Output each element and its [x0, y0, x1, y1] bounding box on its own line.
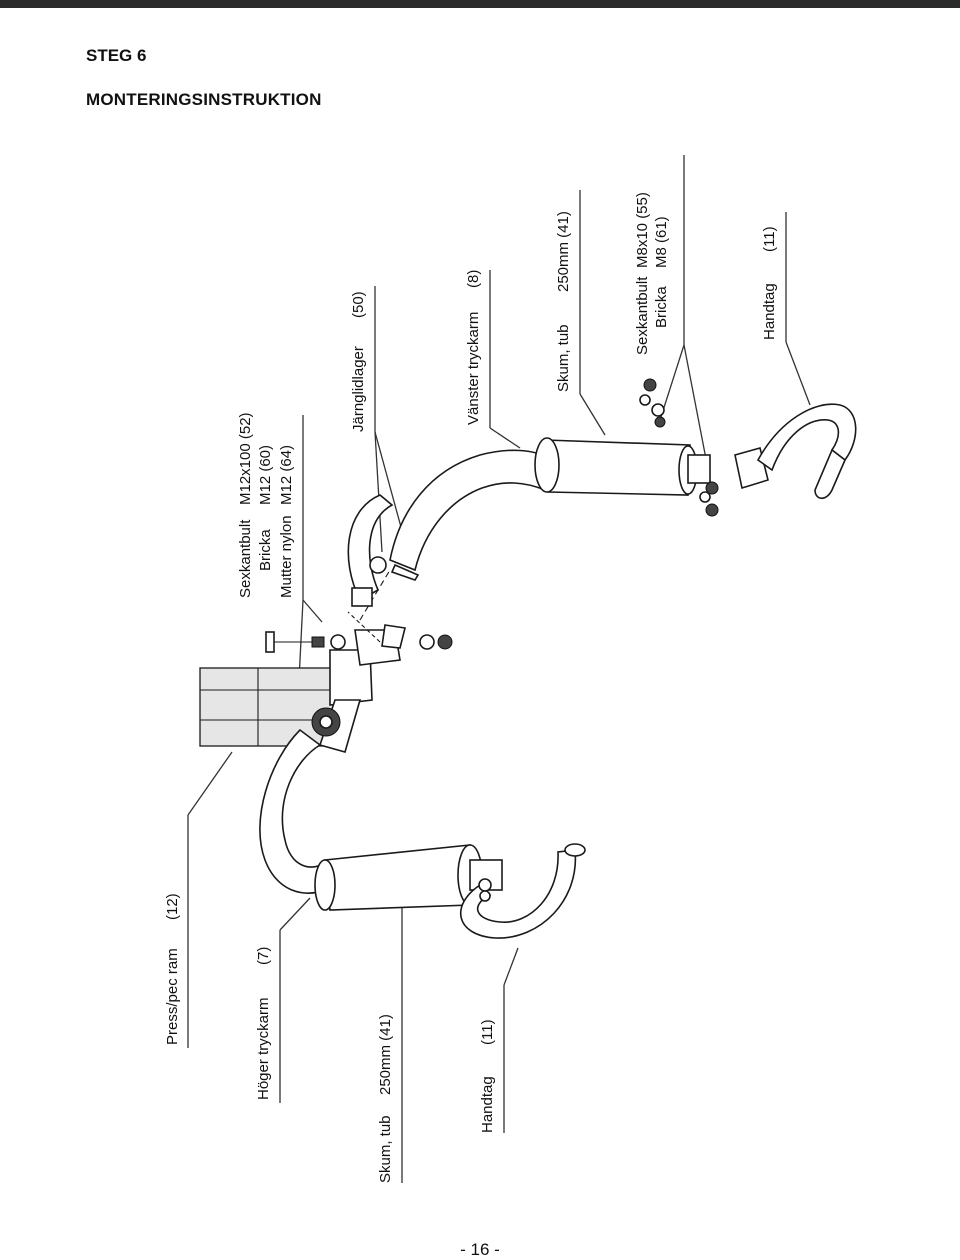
page-number: - 16 - [460, 1240, 500, 1259]
code-bricka-1: M12 (60) [257, 445, 274, 505]
leader-skum-tub-right-tail [579, 393, 606, 436]
code-vanster-tryckarm: (8) [465, 270, 482, 288]
label-sexkantbult-2: Sexkantbult [634, 276, 651, 355]
leader-handtag-right-tail [785, 341, 811, 406]
right-handle [734, 403, 857, 500]
code-handtag-right: (11) [761, 226, 778, 252]
leader-vanster-tryckarm-tail [489, 427, 521, 449]
label-bricka-2: Bricka [653, 286, 670, 328]
step-heading: STEG 6 [86, 46, 147, 65]
code-jarnglidlager: (50) [350, 291, 367, 318]
label-mutter-nylon: Mutter nylon [278, 515, 295, 598]
code-sexkantbult-1: M12x100 (52) [237, 412, 254, 505]
label-bricka-1: Bricka [257, 529, 274, 571]
code-press-pec-ram: (12) [164, 893, 181, 920]
code-bricka-2: M8 (61) [653, 216, 670, 268]
label-handtag-left: Handtag [479, 1076, 496, 1133]
label-skum-tub-right: Skum, tub [555, 324, 572, 392]
leader-hoger-tryckarm-tail [279, 897, 311, 931]
code-sexkantbult-2: M8x10 (55) [634, 192, 651, 268]
leader-handtag-left-tail [503, 947, 519, 986]
label-press-pec-ram: Press/pec ram [164, 948, 181, 1045]
label-hoger-tryckarm: Höger tryckarm [255, 997, 272, 1100]
top-rule [0, 0, 960, 8]
leader-jarnglidlager-tail [374, 431, 383, 553]
code-skum-tub-right: 250mm (41) [555, 211, 572, 292]
right-press-arm [259, 649, 503, 911]
label-sexkantbult-1: Sexkantbult [237, 519, 254, 598]
leader-press-pec-ram-tail [187, 751, 233, 816]
label-vanster-tryckarm: Vänster tryckarm [465, 312, 482, 425]
page-title: MONTERINGSINSTRUKTION [86, 90, 322, 109]
foam-tube-left-shape [324, 844, 471, 911]
left-handle [459, 843, 586, 939]
code-handtag-left: (11) [479, 1019, 496, 1045]
label-skum-tub-left: Skum, tub [377, 1115, 394, 1183]
bolt-m8-hardware [639, 378, 719, 517]
bolt-m12-assembly [265, 611, 453, 666]
label-handtag-right: Handtag [761, 283, 778, 340]
left-press-arm [347, 437, 711, 607]
foam-tube-right-shape [544, 439, 691, 496]
code-skum-tub-left: 250mm (41) [377, 1014, 394, 1095]
leader-bolt-tail [302, 599, 323, 623]
code-hoger-tryckarm: (7) [255, 947, 272, 965]
label-jarnglidlager: Järnglidlager [350, 346, 367, 432]
code-mutter-nylon: M12 (64) [278, 445, 295, 505]
